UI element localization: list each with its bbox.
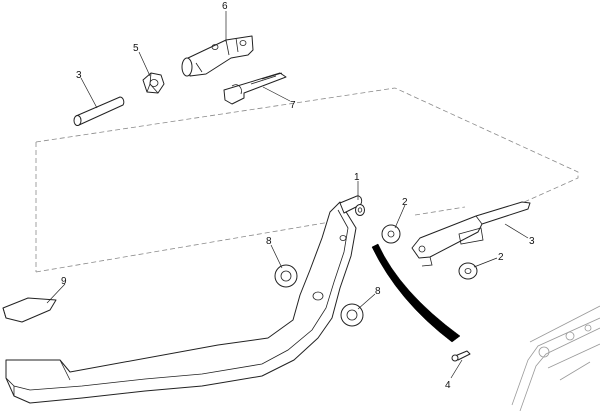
callout-7: 7: [290, 100, 296, 111]
callout-3-rod: 3: [529, 236, 535, 247]
callout-2-upper: 2: [402, 197, 408, 208]
part-6-clevis: [181, 35, 254, 77]
part-3-pin: [73, 96, 125, 126]
part-2-washer-lower: [458, 262, 478, 280]
callout-4: 4: [445, 380, 451, 391]
callout-8-upper: 8: [266, 236, 272, 247]
part-1-pedal-lever: [5, 195, 365, 404]
part-8-bushing-upper: [274, 264, 298, 288]
callout-9: 9: [61, 276, 67, 287]
dashed-assembly-boundary: [35, 87, 579, 273]
callout-8-lower: 8: [375, 286, 381, 297]
callout-labels: 6 5 3 7 1 2 3 2 8 8 9 4: [61, 1, 535, 391]
context-linkage-ghost: [511, 305, 600, 411]
part-8-bushing-lower: [340, 303, 364, 327]
part-2-washer-upper: [381, 224, 401, 244]
part-3-link-rod: [411, 201, 531, 267]
leader-lines: [46, 11, 529, 379]
callout-5: 5: [133, 43, 139, 54]
part-7-clip: [223, 72, 287, 105]
part-4-cotter-pin: [451, 350, 471, 362]
callout-1: 1: [354, 172, 360, 183]
detail-pointer-wedge: [371, 243, 461, 343]
callout-2-lower: 2: [498, 252, 504, 263]
part-5-hex-nut: [142, 72, 165, 94]
callout-6: 6: [222, 1, 228, 12]
part-9-pedal-pad: [2, 297, 57, 323]
callout-3-pin: 3: [76, 70, 82, 81]
